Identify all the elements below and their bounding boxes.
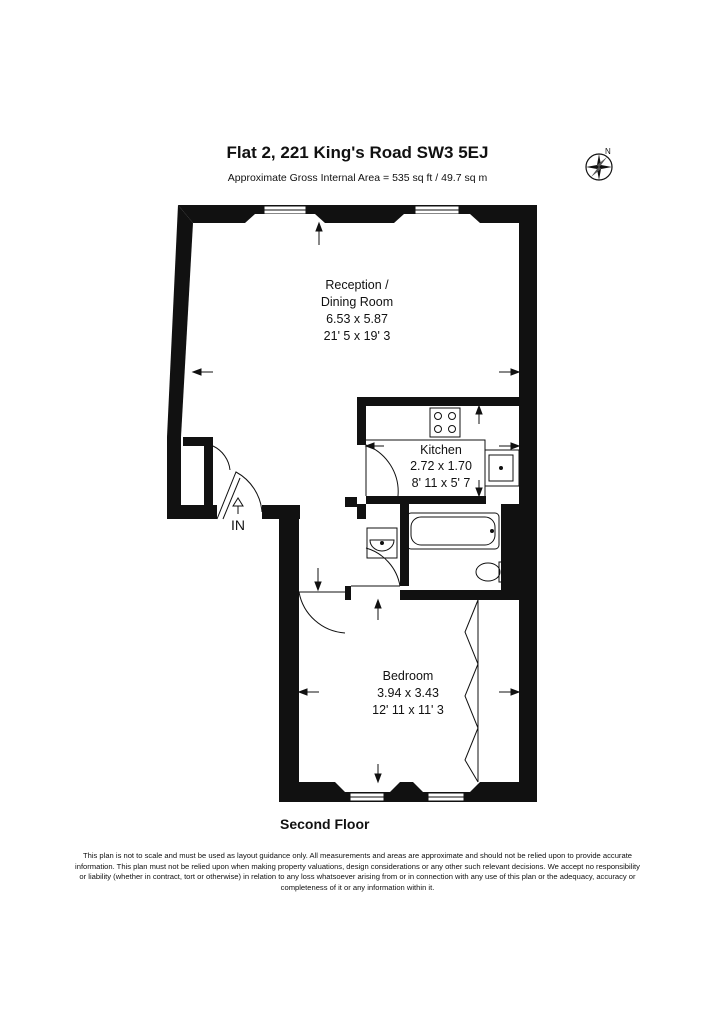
doors — [212, 444, 401, 634]
disclaimer-text: This plan is not to scale and must be us… — [75, 851, 640, 892]
bedroom-imperial: 12' 11 x 11' 3 — [372, 703, 444, 717]
compass-north-label: N — [605, 147, 611, 156]
gross-internal-area: Approximate Gross Internal Area = 535 sq… — [227, 172, 488, 184]
windows — [245, 205, 480, 802]
entrance-label: IN — [231, 517, 245, 533]
kitchen-imperial: 8' 11 x 5' 7 — [412, 476, 471, 490]
room-labels: Reception / Dining Room 6.53 x 5.87 21' … — [231, 278, 472, 717]
floor-label: Second Floor — [280, 816, 370, 832]
reception-imperial: 21' 5 x 19' 3 — [324, 329, 391, 343]
kitchen-metric: 2.72 x 1.70 — [410, 459, 472, 473]
bedroom-metric: 3.94 x 3.43 — [377, 686, 439, 700]
bath-icon — [406, 512, 500, 550]
sink-icon — [484, 449, 520, 487]
reception-name-line1: Reception / — [325, 278, 389, 292]
toilet-icon — [498, 561, 506, 583]
kitchen-name: Kitchen — [420, 443, 462, 457]
reception-metric: 6.53 x 5.87 — [326, 312, 388, 326]
basin-icon — [366, 527, 398, 559]
plan-title: Flat 2, 221 King's Road SW3 5EJ — [226, 143, 489, 162]
bedroom-name: Bedroom — [383, 669, 434, 683]
hob-icon — [429, 407, 461, 438]
compass-icon: N — [585, 147, 613, 181]
reception-name-line2: Dining Room — [321, 295, 393, 309]
dimension-arrows — [191, 221, 521, 784]
fixtures — [366, 407, 520, 783]
